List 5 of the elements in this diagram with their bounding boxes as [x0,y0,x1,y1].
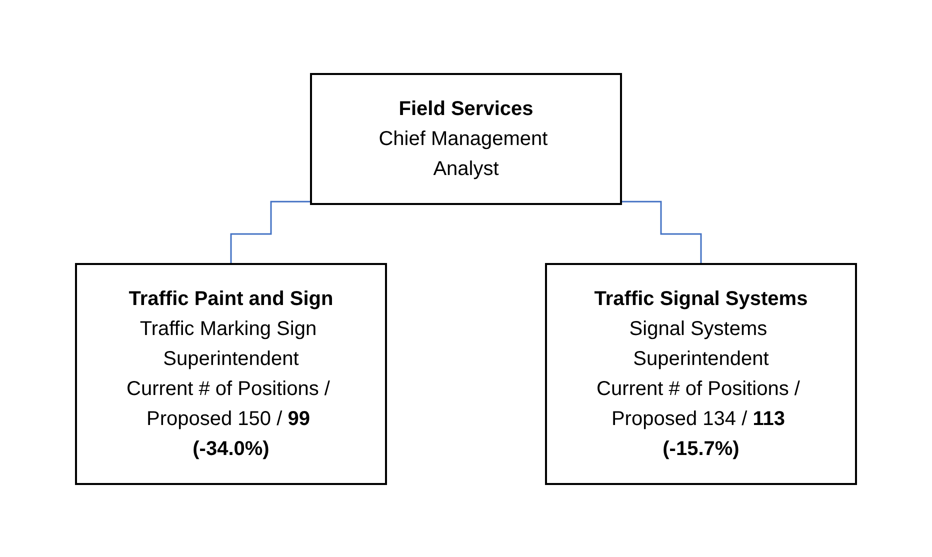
node-box: Traffic Paint and Sign Traffic Marking Sign Superintendent Current # of Positions / Proposed 150 / 99 (-34.0%) [75,262,387,484]
node-box: Traffic Signal Systems Signal Systems Superintendent Current # of Positions / Proposed 134 / 113 (-15.7%) [545,262,857,484]
connector [621,200,702,264]
node-box: Field Services Chief Management Analyst [310,72,622,204]
connector [230,200,311,264]
